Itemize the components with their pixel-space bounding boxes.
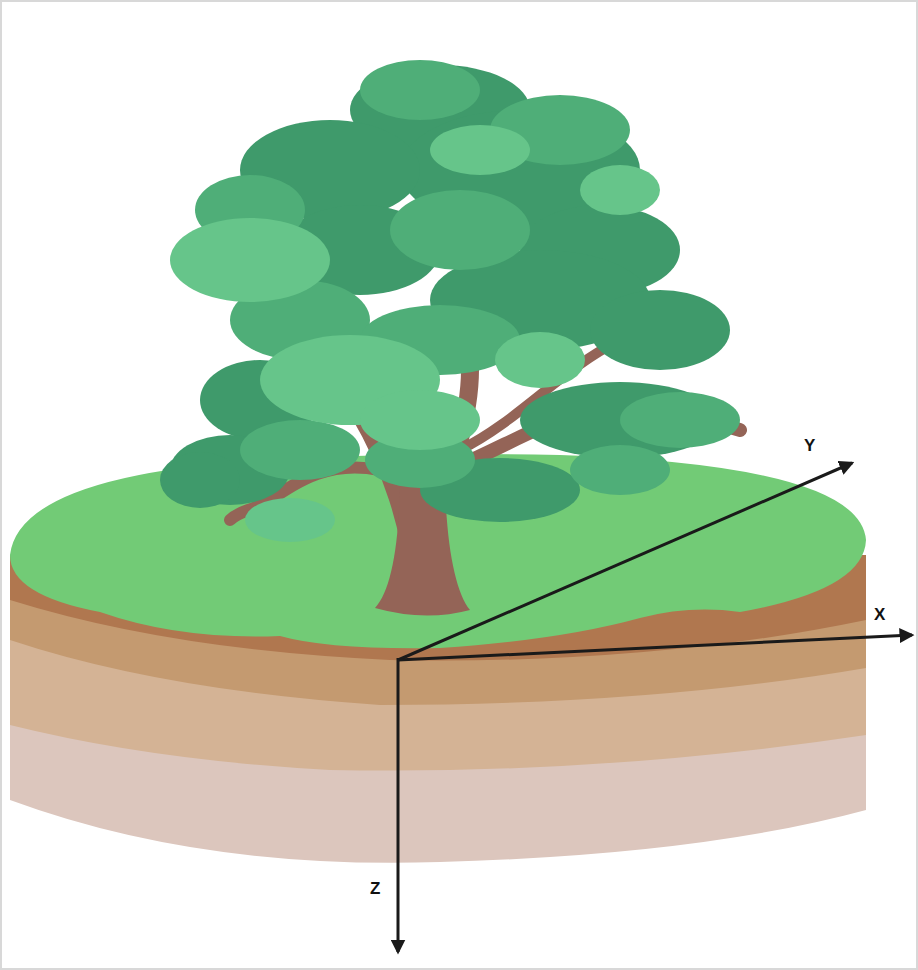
axis-label: X	[874, 606, 885, 623]
tree-foliage	[160, 60, 740, 542]
coordinate-axes	[398, 463, 912, 952]
axis-label: Y	[804, 437, 815, 454]
axis-label: Z	[370, 880, 380, 897]
